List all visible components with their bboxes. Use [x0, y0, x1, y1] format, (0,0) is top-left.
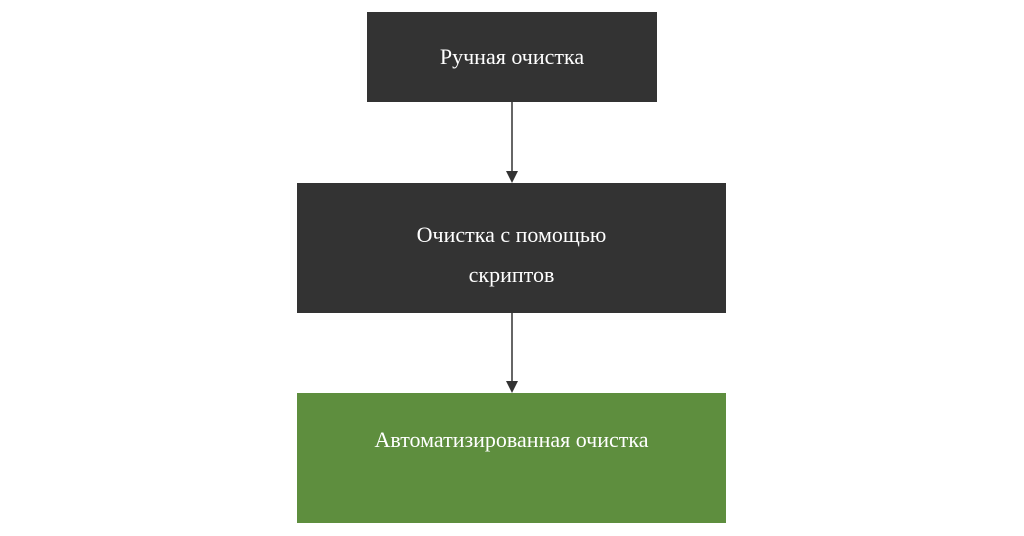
node-manual-cleaning: Ручная очистка [367, 12, 657, 102]
node-script-cleaning: Очистка с помощью скриптов [297, 183, 726, 313]
node-label: Автоматизированная очистка [374, 427, 649, 452]
node-label: Ручная очистка [439, 44, 585, 69]
node-label-line1: Очистка с помощью [416, 222, 607, 247]
node-automated-cleaning: Автоматизированная очистка [297, 393, 726, 523]
node-label-line2: скриптов [468, 262, 555, 287]
arrow-1-to-2 [506, 102, 518, 183]
arrow-2-to-3 [506, 313, 518, 393]
